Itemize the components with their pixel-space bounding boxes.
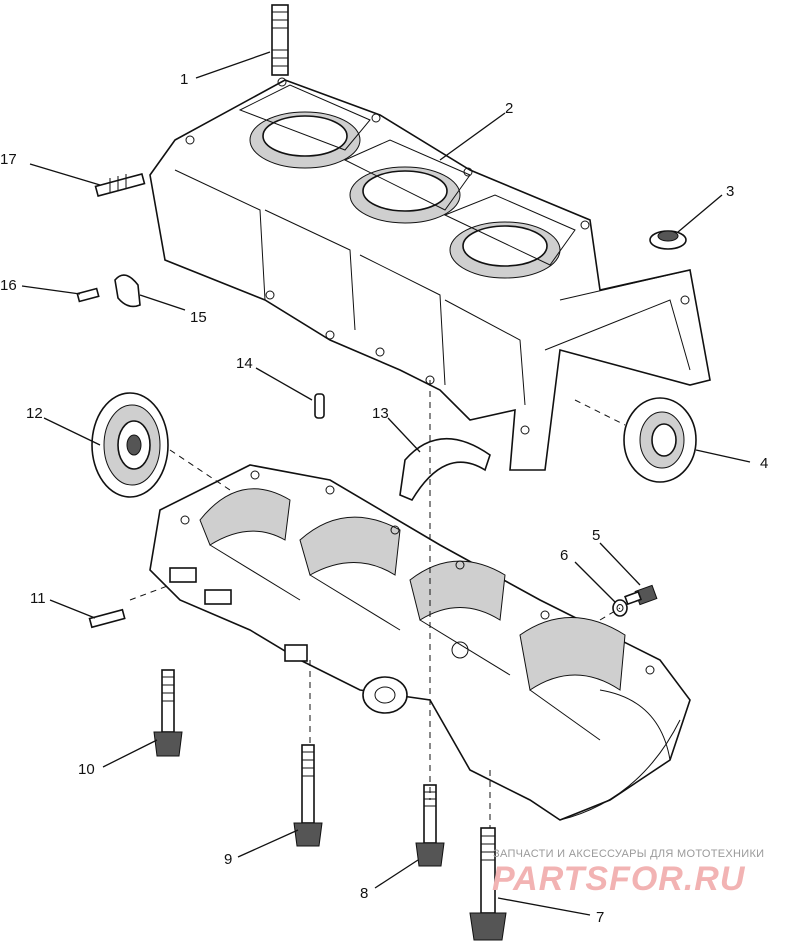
- part-5-bolt: [624, 584, 658, 606]
- part-15-clip: [114, 274, 141, 308]
- watermark-logo: PARTSFOR.RU: [492, 860, 746, 898]
- part-14-pin: [314, 393, 325, 419]
- part-12-bearing: [91, 392, 169, 498]
- upper-crankcase: [149, 77, 711, 471]
- callout-4: 4: [760, 455, 768, 472]
- callout-13: 13: [372, 405, 389, 422]
- part-8-bolt: [415, 784, 445, 867]
- callout-7: 7: [596, 909, 604, 926]
- callout-2: 2: [505, 100, 513, 117]
- part-9-bolt: [293, 744, 323, 847]
- callout-6: 6: [560, 547, 568, 564]
- callout-16: 16: [0, 277, 17, 294]
- callout-15: 15: [190, 309, 207, 326]
- part-16-screw: [76, 287, 100, 303]
- part-7-bolt: [469, 827, 507, 941]
- callout-17: 17: [0, 151, 17, 168]
- callout-3: 3: [726, 183, 734, 200]
- callout-labels: 1 2 3 4 5 6 7 8 9 10 11 12 13 14 15 16 1…: [0, 71, 768, 926]
- callout-5: 5: [592, 527, 600, 544]
- callout-10: 10: [78, 761, 95, 778]
- callout-8: 8: [360, 885, 368, 902]
- callout-1: 1: [180, 71, 188, 88]
- callout-11: 11: [30, 590, 46, 607]
- part-3-plug: [649, 230, 687, 250]
- callout-14: 14: [236, 355, 253, 372]
- watermark-tagline: ЗАПЧАСТИ И АКСЕССУАРЫ ДЛЯ МОТОТЕХНИКИ: [493, 848, 765, 860]
- part-11-dowel: [88, 608, 126, 629]
- callout-12: 12: [26, 405, 43, 422]
- part-13-bearing-half: [399, 437, 491, 502]
- leader-lines: [21, 51, 751, 916]
- part-10-bolt: [153, 669, 183, 757]
- part-17-screw: [94, 172, 146, 198]
- callout-9: 9: [224, 851, 232, 868]
- part-1-stud: [271, 4, 289, 76]
- centerlines: [129, 380, 626, 828]
- lower-crankcase: [149, 464, 691, 821]
- part-4-seal: [623, 397, 697, 483]
